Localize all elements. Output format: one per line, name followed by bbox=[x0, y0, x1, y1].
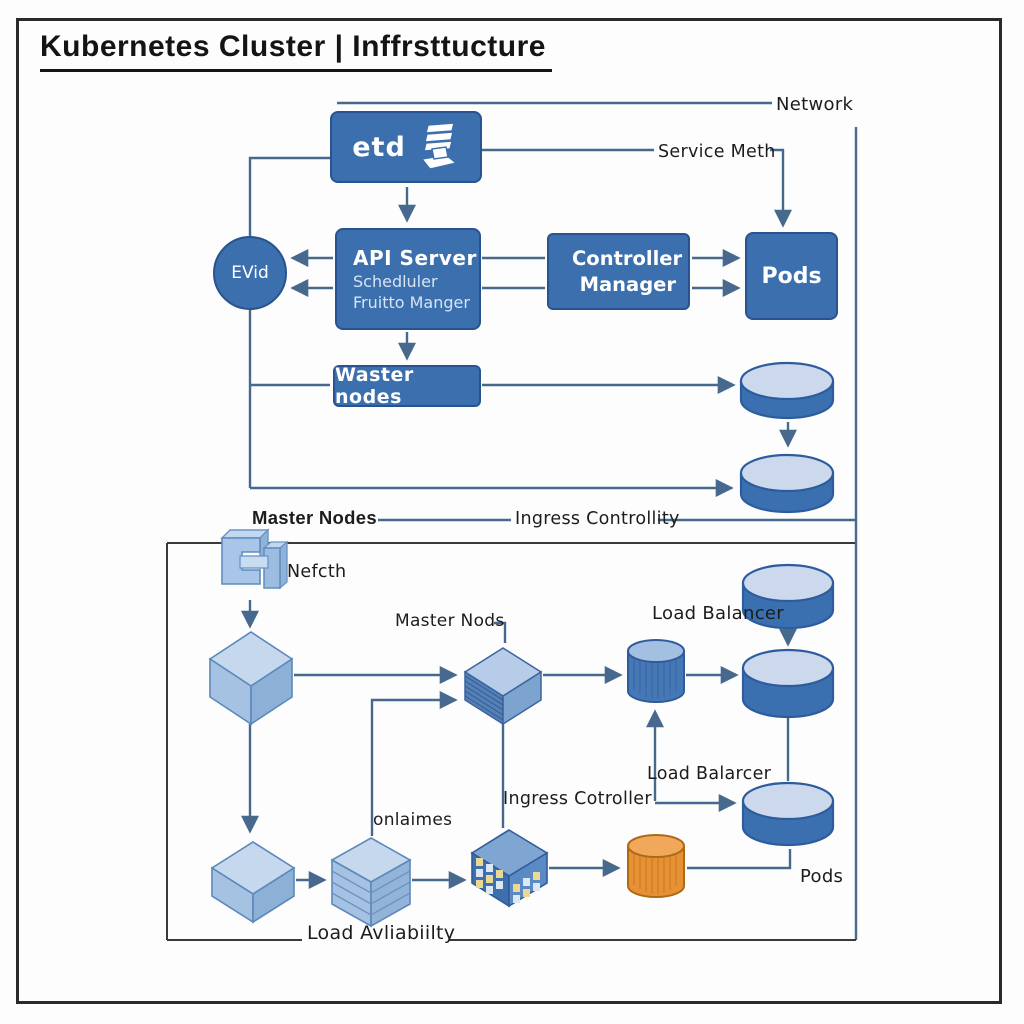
load-balancer-blue-cylinder bbox=[627, 639, 685, 703]
service-mesh-line-to-pods bbox=[770, 148, 792, 228]
load-balancer-bottom-label: Load Balarcer bbox=[647, 764, 772, 784]
etcd-circle-label: EVid bbox=[231, 263, 269, 283]
api-server-subtitle-2: Fruitto Manger bbox=[353, 293, 470, 312]
mesh-icon-label: Nefcth bbox=[287, 562, 347, 582]
master-node-cube-label: Master Nods bbox=[395, 611, 505, 631]
right-cylinder-top bbox=[741, 563, 835, 630]
worker-nodes-node: Waster nodes bbox=[333, 364, 481, 408]
right-cylinder-bottom bbox=[741, 781, 835, 847]
master-node-layered-cube bbox=[463, 647, 543, 726]
etcd-circle-node: EVid bbox=[213, 236, 287, 310]
pods-lower-label: Pods bbox=[800, 866, 844, 887]
master-nodes-label: Master Nodes bbox=[252, 507, 377, 528]
upper-cylinder-1 bbox=[739, 361, 835, 420]
lower-connectors bbox=[241, 600, 797, 889]
ingress-controllity-label: Ingress Controllity bbox=[515, 509, 680, 529]
page-title: Kubernetes Cluster | Inffrsttucture bbox=[40, 30, 552, 72]
window-texture bbox=[476, 858, 540, 903]
load-balancer-top-label: Load Balancer bbox=[652, 603, 784, 624]
upper-cylinder-2 bbox=[739, 453, 835, 514]
worker-node-cube-2 bbox=[210, 841, 296, 924]
ingress-controller-windowed-cube bbox=[470, 829, 549, 908]
elbow-to-layered-arrow bbox=[370, 691, 458, 836]
orange-to-cyl-line bbox=[687, 849, 792, 870]
masternods-label-connector bbox=[494, 621, 507, 643]
etcd-label: etd bbox=[352, 131, 406, 163]
api-server-node: API Server Schedluler Fruitto Manger bbox=[335, 228, 481, 330]
availability-label: Load Avliabiilty bbox=[307, 922, 456, 944]
stacked-containers-box bbox=[330, 837, 412, 928]
pods-node: Pods bbox=[745, 232, 838, 320]
network-label: Network bbox=[776, 94, 854, 115]
left-bus-line bbox=[248, 156, 335, 488]
pods-label: Pods bbox=[761, 263, 822, 289]
controller-manager-node: Controller Manager bbox=[547, 233, 690, 310]
server-stack-icon bbox=[420, 122, 458, 170]
ingress-controller-label: Ingress Cotroller bbox=[503, 789, 652, 809]
service-mesh-label: Service Meth bbox=[658, 142, 776, 162]
containers-label: onlaimes bbox=[373, 810, 453, 830]
worker-nodes-label: Waster nodes bbox=[335, 364, 414, 408]
right-cylinder-middle bbox=[741, 648, 835, 719]
api-server-title: API Server bbox=[353, 246, 477, 270]
etcd-node: etd bbox=[330, 111, 482, 183]
controller-manager-label: Controller Manager bbox=[572, 247, 683, 296]
image-frame bbox=[16, 18, 1002, 1004]
upper-connectors bbox=[248, 101, 858, 940]
worker-node-cube-1 bbox=[208, 631, 294, 726]
mesh-bracket-icon bbox=[220, 528, 289, 590]
api-server-subtitle-1: Schedluler bbox=[353, 272, 438, 291]
load-balancer-orange-cylinder bbox=[627, 834, 685, 898]
